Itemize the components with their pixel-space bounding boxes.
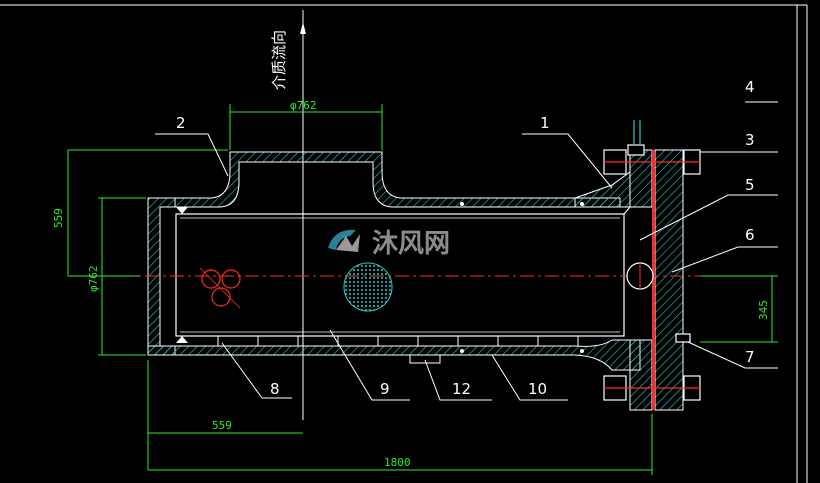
dim-right-offset: 345: [757, 300, 770, 320]
dim-total-length: 1800: [384, 456, 411, 469]
part-number-2: 2: [176, 114, 186, 132]
leader-lines: [155, 101, 778, 401]
part-number-9: 9: [380, 380, 390, 398]
vessel-body: [147, 149, 684, 411]
vessel-flange-lower: [629, 339, 653, 411]
flow-direction-label: 介质流向: [270, 30, 288, 90]
filter-holes-icon: [199, 267, 241, 309]
flow-direction-annotation: 介质流向: [270, 10, 306, 420]
dim-top-diameter: φ762: [290, 99, 317, 112]
part-number-5: 5: [745, 176, 755, 194]
watermark-text: 沐风网: [372, 229, 450, 259]
dim-left-height: 559: [52, 208, 65, 228]
weld-mark: [460, 349, 464, 353]
flange-bolts: [603, 120, 701, 401]
part-number-6: 6: [745, 226, 755, 244]
mesh-section-icon: [343, 262, 393, 312]
bottom-wall: [147, 339, 641, 371]
weld-mark: [176, 207, 188, 214]
weld-mark: [176, 336, 188, 343]
lifting-lug: [626, 262, 654, 290]
flow-arrow-icon: [300, 22, 306, 34]
weld-mark: [580, 349, 584, 353]
weld-mark: [580, 202, 584, 206]
part-number-8: 8: [270, 380, 280, 398]
part-number-7: 7: [745, 348, 755, 366]
blind-flange: [654, 149, 684, 411]
top-nozzle: [174, 151, 621, 208]
support-ribs: [217, 336, 579, 346]
part-number-4: 4: [745, 78, 755, 96]
strainer-basket: [175, 202, 631, 364]
upper-flange-taper: [574, 171, 631, 208]
weld-mark: [460, 202, 464, 206]
drawing-frame: [0, 4, 808, 483]
gasket: [652, 150, 655, 410]
vessel-flange: [629, 149, 653, 208]
part-number-3: 3: [745, 131, 755, 149]
part-number-12: 12: [452, 380, 471, 398]
dim-left-diameter: φ762: [87, 266, 100, 293]
watermark-logo: 沐风网: [328, 229, 450, 259]
dimension-lines: [67, 104, 778, 475]
part-number-10: 10: [528, 380, 547, 398]
drain-boss: [409, 354, 441, 364]
dim-bottom-offset: 559: [212, 419, 232, 432]
part-number-1: 1: [540, 114, 550, 132]
